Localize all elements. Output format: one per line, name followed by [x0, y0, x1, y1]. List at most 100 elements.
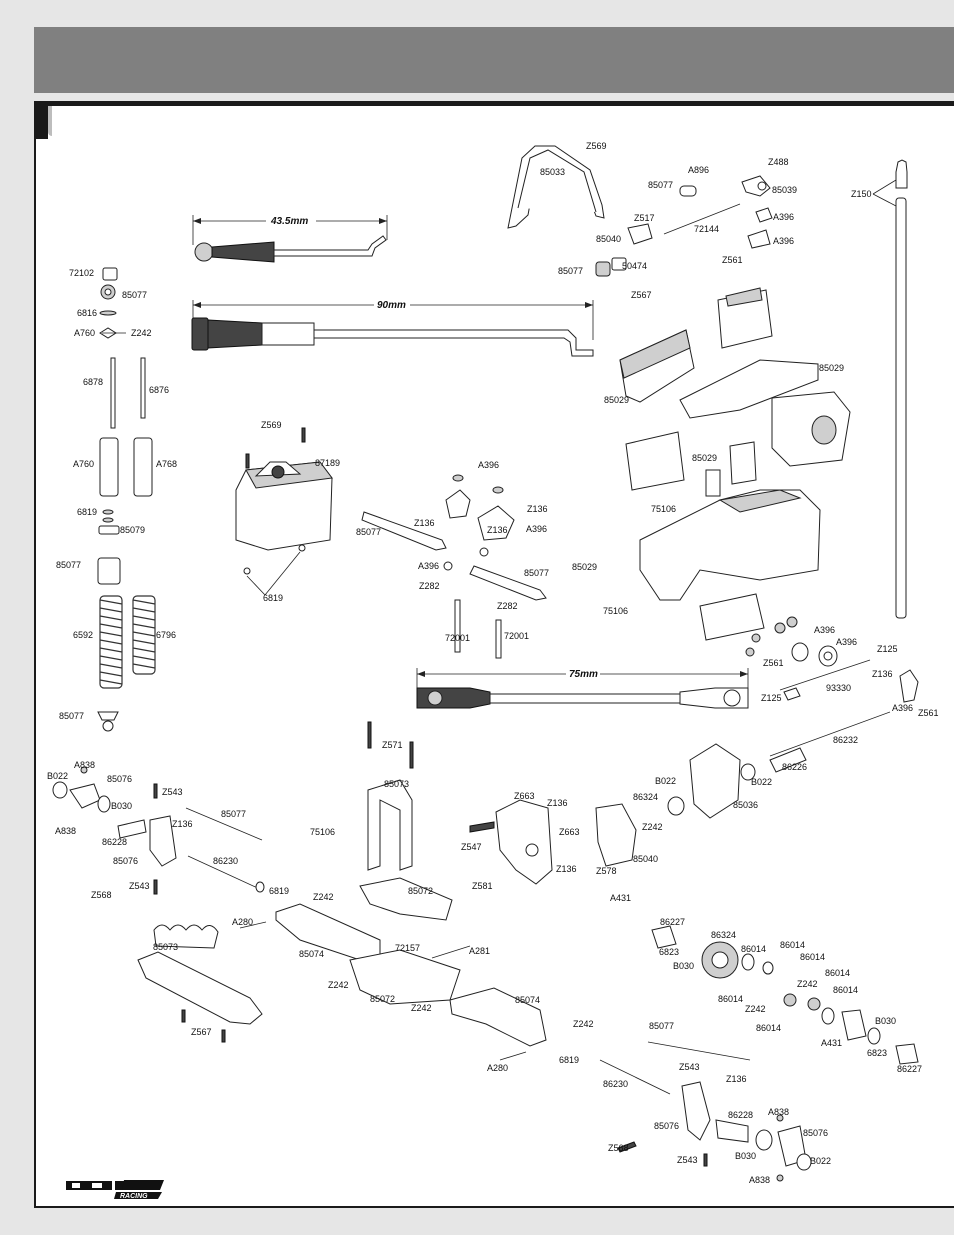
label-z136: Z136 [487, 525, 508, 535]
label-z150: Z150 [851, 189, 872, 199]
label-b022: B022 [810, 1156, 831, 1166]
label-b022: B022 [751, 777, 772, 787]
label-6592: 6592 [73, 630, 93, 640]
label-6823: 6823 [659, 947, 679, 957]
label-85036: 85036 [733, 800, 758, 810]
label-85073: 85073 [153, 942, 178, 952]
label-85076: 85076 [113, 856, 138, 866]
label-z561: Z561 [763, 658, 784, 668]
label-z282: Z282 [419, 581, 440, 591]
tool-90mm: 90mm [191, 299, 594, 357]
label-z578: Z578 [596, 866, 617, 876]
rod-75mm: 75mm [416, 668, 749, 709]
label-z136: Z136 [547, 798, 568, 808]
label-85029: 85029 [692, 453, 717, 463]
label-z517: Z517 [634, 213, 655, 223]
label-a396: A396 [773, 236, 794, 246]
label-z136: Z136 [414, 518, 435, 528]
label-a838: A838 [55, 826, 76, 836]
label-a431: A431 [610, 893, 631, 903]
label-85029: 85029 [604, 395, 629, 405]
label-75106: 75106 [603, 606, 628, 616]
label-a396: A396 [814, 625, 835, 635]
label-z543: Z543 [679, 1062, 700, 1072]
front-bumper [137, 924, 263, 1043]
label-z488: Z488 [768, 157, 789, 167]
dim-90mm: 90mm [377, 300, 406, 311]
label-a396: A396 [773, 212, 794, 222]
label-85029: 85029 [819, 363, 844, 373]
label-85040: 85040 [596, 234, 621, 244]
part-labels: 85033 Z569 A896 Z488 85077 85039 Z517 A3… [47, 141, 939, 1185]
label-6878: 6878 [83, 377, 103, 387]
rear-diff [599, 925, 919, 1095]
label-z567: Z567 [631, 290, 652, 300]
label-z136: Z136 [172, 819, 193, 829]
label-z581: Z581 [472, 881, 493, 891]
rear-hub [617, 1081, 812, 1182]
svg-text:RACING: RACING [120, 1193, 148, 1200]
dim-43-5mm: 43.5mm [270, 216, 308, 227]
label-86227: 86227 [660, 917, 685, 927]
label-z242: Z242 [328, 980, 349, 990]
label-z567: Z567 [191, 1027, 212, 1037]
roll-bar [507, 145, 605, 229]
label-86014: 86014 [825, 968, 850, 978]
label-93330: 93330 [826, 683, 851, 693]
label-z242: Z242 [411, 1003, 432, 1013]
label-6819: 6819 [263, 593, 283, 603]
label-z242: Z242 [642, 822, 663, 832]
label-72144: 72144 [694, 224, 719, 234]
label-z136: Z136 [556, 864, 577, 874]
label-86014: 86014 [800, 952, 825, 962]
label-85077: 85077 [356, 527, 381, 537]
label-z125: Z125 [761, 693, 782, 703]
label-a396: A396 [478, 460, 499, 470]
bulkhead [469, 799, 637, 885]
label-85077: 85077 [649, 1021, 674, 1031]
label-a838: A838 [768, 1107, 789, 1117]
label-86014: 86014 [833, 985, 858, 995]
label-a280: A280 [232, 917, 253, 927]
tool-43-5mm: 43.5mm [192, 215, 388, 263]
label-z569: Z569 [261, 420, 282, 430]
label-86230: 86230 [603, 1079, 628, 1089]
label-85033: 85033 [540, 167, 565, 177]
label-z242: Z242 [313, 892, 334, 902]
label-a396: A396 [418, 561, 439, 571]
label-6819: 6819 [559, 1055, 579, 1065]
label-6796: 6796 [156, 630, 176, 640]
label-85073: 85073 [384, 779, 409, 789]
label-z543: Z543 [677, 1155, 698, 1165]
label-86324: 86324 [711, 930, 736, 940]
steering-assembly [745, 616, 919, 703]
dim-75mm: 75mm [569, 669, 598, 680]
label-50474: 50474 [622, 261, 647, 271]
label-85074: 85074 [299, 949, 324, 959]
label-z569: Z569 [586, 141, 607, 151]
label-z571: Z571 [382, 740, 403, 750]
suspension-arms [239, 877, 547, 1061]
label-85079: 85079 [120, 525, 145, 535]
label-85029: 85029 [572, 562, 597, 572]
label-z561: Z561 [918, 708, 939, 718]
label-72157: 72157 [395, 943, 420, 953]
label-b030: B030 [875, 1016, 896, 1026]
label-6819: 6819 [269, 886, 289, 896]
label-85077: 85077 [56, 560, 81, 570]
label-86230: 86230 [213, 856, 238, 866]
label-86014: 86014 [756, 1023, 781, 1033]
label-85076: 85076 [654, 1121, 679, 1131]
label-87189: 87189 [315, 458, 340, 468]
label-a760: A760 [74, 328, 95, 338]
spring-6592 [99, 595, 123, 689]
label-72001: 72001 [504, 631, 529, 641]
label-z561: Z561 [722, 255, 743, 265]
label-85077: 85077 [59, 711, 84, 721]
label-85072: 85072 [408, 886, 433, 896]
label-z543: Z543 [162, 787, 183, 797]
label-b030: B030 [111, 801, 132, 811]
label-a838: A838 [749, 1175, 770, 1185]
label-85077: 85077 [221, 809, 246, 819]
label-86226: 86226 [782, 762, 807, 772]
